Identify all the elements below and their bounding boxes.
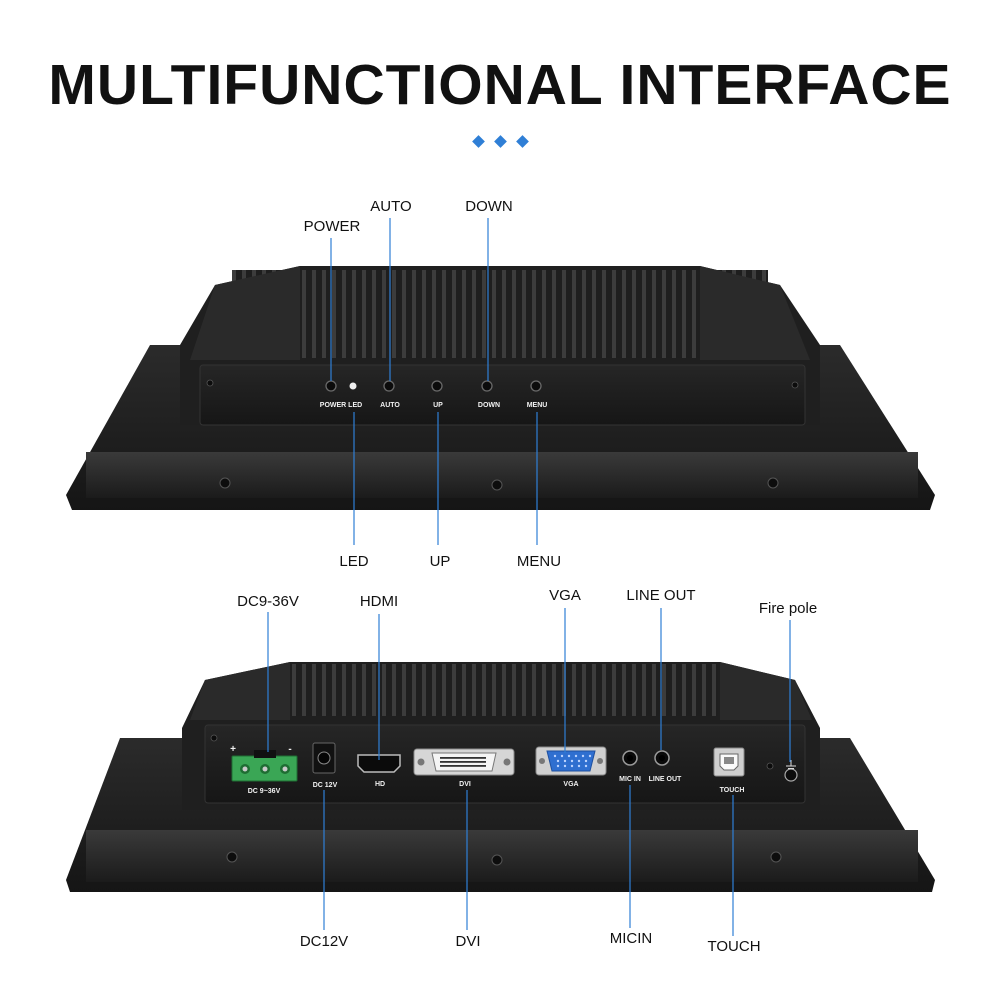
up-label: UP — [433, 402, 443, 409]
power-led — [349, 382, 357, 390]
top-control-plate — [199, 364, 806, 426]
hdmi-port-label: HD — [375, 781, 385, 788]
callout-fire-pole: Fire pole — [758, 600, 818, 617]
mic-in-port-label: MIC IN — [619, 776, 641, 783]
callout-micin: MICIN — [609, 930, 653, 947]
callout-auto: AUTO — [370, 198, 412, 215]
menu-label: MENU — [527, 402, 548, 409]
callout-power: POWER — [303, 218, 361, 235]
down-button — [481, 380, 493, 392]
plus-label: + — [230, 744, 236, 755]
callout-down: DOWN — [465, 198, 513, 215]
callout-line-out: LINE OUT — [626, 587, 696, 604]
callout-hdmi: HDMI — [359, 593, 399, 610]
top-heatsink-fins — [232, 270, 768, 358]
up-button — [431, 380, 443, 392]
callout-menu: MENU — [516, 553, 562, 570]
touch-port-label: TOUCH — [720, 787, 745, 794]
auto-label: AUTO — [380, 402, 400, 409]
auto-button — [383, 380, 395, 392]
menu-button — [530, 380, 542, 392]
screw — [767, 477, 779, 489]
top-callout-lines — [330, 218, 538, 545]
bottom-heatsink-fins — [288, 664, 718, 716]
screw — [770, 851, 782, 863]
callout-touch: TOUCH — [707, 938, 761, 955]
callout-up: UP — [429, 553, 451, 570]
callout-vga: VGA — [549, 587, 581, 604]
dc9-36v-port-label: DC 9~36V — [248, 788, 281, 795]
top-bezel-front — [86, 452, 918, 498]
bottom-callout-lines — [267, 608, 791, 936]
top-device: POWER LED AUTO UP DOWN MENU — [66, 266, 935, 510]
power-button — [325, 380, 337, 392]
hdmi-port — [357, 754, 401, 773]
screw — [226, 851, 238, 863]
vga-port-label: VGA — [563, 781, 578, 788]
power-led-label: POWER LED — [320, 402, 362, 409]
down-label: DOWN — [478, 402, 500, 409]
bottom-device: + - DC 9~36V DC 12V HD DVI — [66, 662, 935, 892]
screw — [491, 854, 503, 866]
callout-led: LED — [339, 553, 369, 570]
line-out-port-label: LINE OUT — [649, 776, 682, 783]
screw — [219, 477, 231, 489]
callout-dvi: DVI — [455, 933, 481, 950]
dvi-port-label: DVI — [459, 781, 471, 788]
callout-dc12v: DC12V — [299, 933, 349, 950]
fire-pole-terminal — [784, 768, 798, 782]
minus-label: - — [288, 744, 291, 755]
callout-dc9-36v: DC9-36V — [237, 593, 299, 610]
dc12v-port-label: DC 12V — [313, 782, 338, 789]
page-title: MULTIFUNCTIONAL INTERFACE — [48, 53, 952, 117]
ground-icon — [786, 760, 796, 769]
screw — [491, 479, 503, 491]
bottom-bezel-front — [86, 830, 918, 882]
